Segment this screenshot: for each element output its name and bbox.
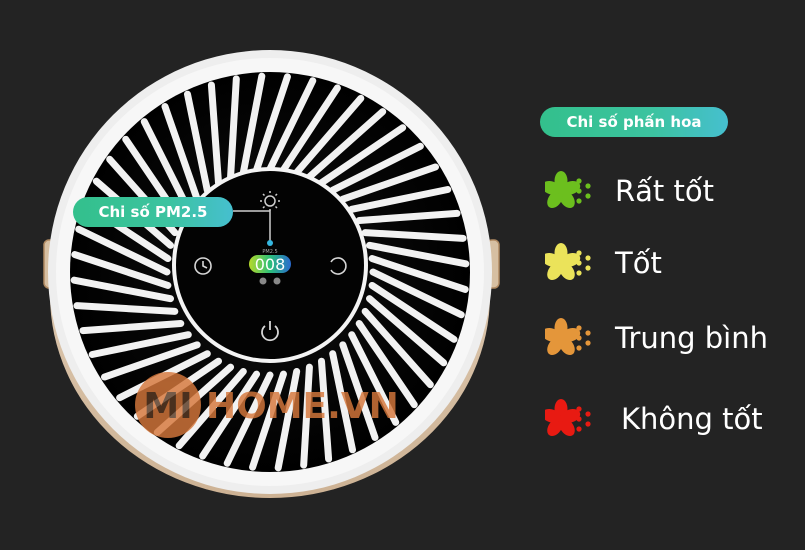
pm-value: 008 xyxy=(255,255,286,274)
legend-label: Tốt xyxy=(615,246,662,280)
legend-label: Rất tốt xyxy=(615,174,714,208)
flower-icon xyxy=(545,243,591,281)
pm-caption: PM2.5 xyxy=(262,249,277,255)
pm25-index-pill: Chi số PM2.5 xyxy=(73,197,233,227)
watermark: MI HOME.VN xyxy=(135,372,399,438)
legend-item-good: Tốt xyxy=(545,241,662,285)
flower-icon xyxy=(545,171,591,209)
legend-item-average: Trung bình xyxy=(545,316,768,360)
flower-icon xyxy=(545,318,591,356)
legend-label: Trung bình xyxy=(615,321,768,355)
legend-item-not-good: Không tốt xyxy=(545,397,763,441)
svg-text:MI: MI xyxy=(143,386,192,427)
brightness-icon xyxy=(260,191,280,211)
svg-text:HOME.VN: HOME.VN xyxy=(206,386,399,427)
pollen-index-pill: Chi số phấn hoa xyxy=(540,107,728,137)
flower-icon xyxy=(545,399,591,437)
legend-item-very-good: Rất tốt xyxy=(545,169,714,213)
power-icon xyxy=(261,321,279,342)
mode-icon xyxy=(330,257,347,275)
legend-label: Không tốt xyxy=(621,402,763,436)
pm-value-box xyxy=(249,255,291,273)
timer-icon xyxy=(194,257,212,275)
